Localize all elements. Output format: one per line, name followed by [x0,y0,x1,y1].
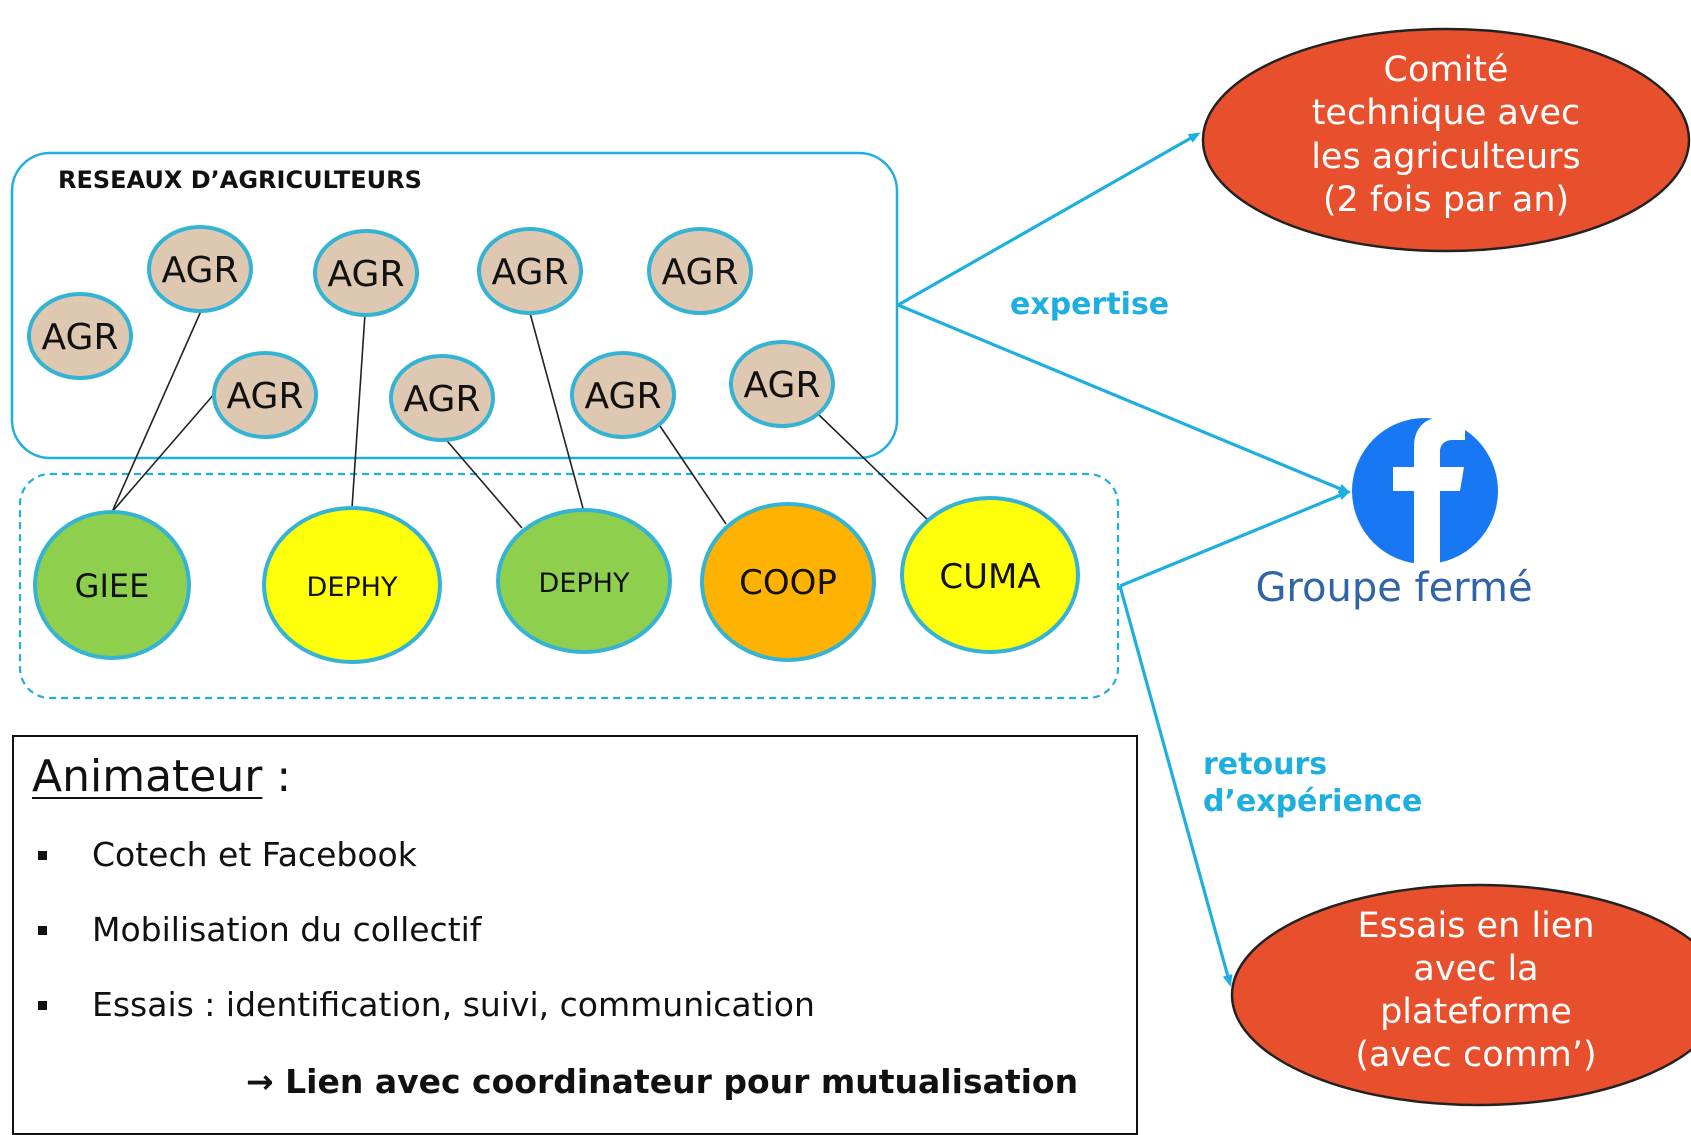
group-circle [33,510,191,660]
facebook-caption: Groupe fermé [1255,565,1532,611]
arrow-groups-to-facebook [1119,490,1351,588]
group-label: GIEE [75,567,150,605]
agr-node: AGR [389,354,495,442]
svg-text:AGR: AGR [162,250,239,291]
arrow-to-facebook [897,303,1351,494]
svg-text:AGR: AGR [492,252,569,293]
link-agr9-cuma [817,413,931,523]
group-circle [700,502,876,662]
list-item-text: Essais : identification, suivi, communic… [92,985,815,1024]
group-node-coop: COOP [700,502,876,662]
svg-text:AGR: AGR [404,379,481,420]
retours-label-line2: d’expérience [1203,784,1422,819]
svg-text:AGR: AGR [744,365,821,406]
essais-line: plateforme [1380,992,1572,1032]
group-label: COOP [739,563,837,603]
essais-node: Essais en lien avec la plateforme (avec … [1230,883,1691,1107]
group-label: CUMA [939,557,1040,597]
comite-ellipse [1201,27,1691,253]
list-item-text: Cotech et Facebook [92,835,417,874]
svg-text:AGR: AGR [42,317,119,358]
agr-node: AGR [27,292,133,380]
group-circle [262,506,442,664]
animateur-list: Cotech et Facebook Mobilisation du colle… [34,835,815,1060]
retours-label-line1: retours [1203,747,1327,782]
comite-line: (2 fois par an) [1323,180,1569,220]
agr-node: AGR [570,351,676,439]
svg-text:AGR: AGR [662,252,739,293]
expertise-label: expertise [1010,287,1169,322]
essais-line: avec la [1413,949,1538,989]
group-circle [900,496,1080,654]
group-node-dephy: DEPHY [496,508,672,654]
animateur-title-text: Animateur [32,751,263,802]
group-node-cuma: CUMA [900,496,1080,654]
animateur-title-suffix: : [262,751,292,802]
list-item: Essais : identification, suivi, communic… [34,985,815,1060]
network-box-title: RESEAUX D’AGRICULTEURS [58,166,422,194]
agr-node: AGR [729,340,835,428]
link-agr7-coop [659,425,727,525]
agr-node: AGR [147,225,253,313]
link-agr4-dephy2 [529,312,585,513]
animateur-conclusion: → Lien avec coordinateur pour mutualisat… [246,1062,1079,1101]
agr-node: AGR [212,351,318,439]
arrow-to-comite [897,132,1201,307]
agr-node: AGR [313,229,419,317]
group-circle [496,508,672,654]
network-box [10,151,899,460]
comite-line: Comité [1384,50,1509,90]
group-node-dephy: DEPHY [262,506,442,664]
essais-line: Essais en lien [1357,906,1594,946]
svg-text:AGR: AGR [585,376,662,417]
comite-line: les agriculteurs [1311,137,1581,177]
svg-text:AGR: AGR [227,376,304,417]
comite-line: technique avec [1312,93,1581,133]
group-label: DEPHY [307,572,398,603]
agr-node: AGR [647,227,753,315]
groups-box [18,472,1120,700]
group-node-giee: GIEE [33,510,191,660]
bullet-icon [38,851,47,860]
essais-ellipse [1230,883,1691,1107]
link-agr6-dephy2 [441,434,523,529]
list-item: Cotech et Facebook [34,835,815,910]
svg-text:AGR: AGR [328,254,405,295]
animateur-title: Animateur : [32,751,291,802]
arrow-to-essais [1118,585,1233,987]
list-item: Mobilisation du collectif [34,910,815,985]
group-label: DEPHY [539,568,630,599]
link-agr2-giee [111,310,202,513]
comite-node: Comité technique avec les agriculteurs (… [1201,27,1691,253]
animateur-box: Animateur : Cotech et Facebook Mobilisat… [12,735,1138,1135]
bullet-icon [38,926,47,935]
facebook-icon [1352,417,1498,565]
bullet-icon [38,1001,47,1010]
link-agr5-giee [111,392,216,513]
list-item-text: Mobilisation du collectif [92,910,482,949]
agr-node: AGR [477,227,583,315]
essais-line: (avec comm’) [1355,1035,1596,1075]
link-agr3-dephy1 [351,313,366,509]
